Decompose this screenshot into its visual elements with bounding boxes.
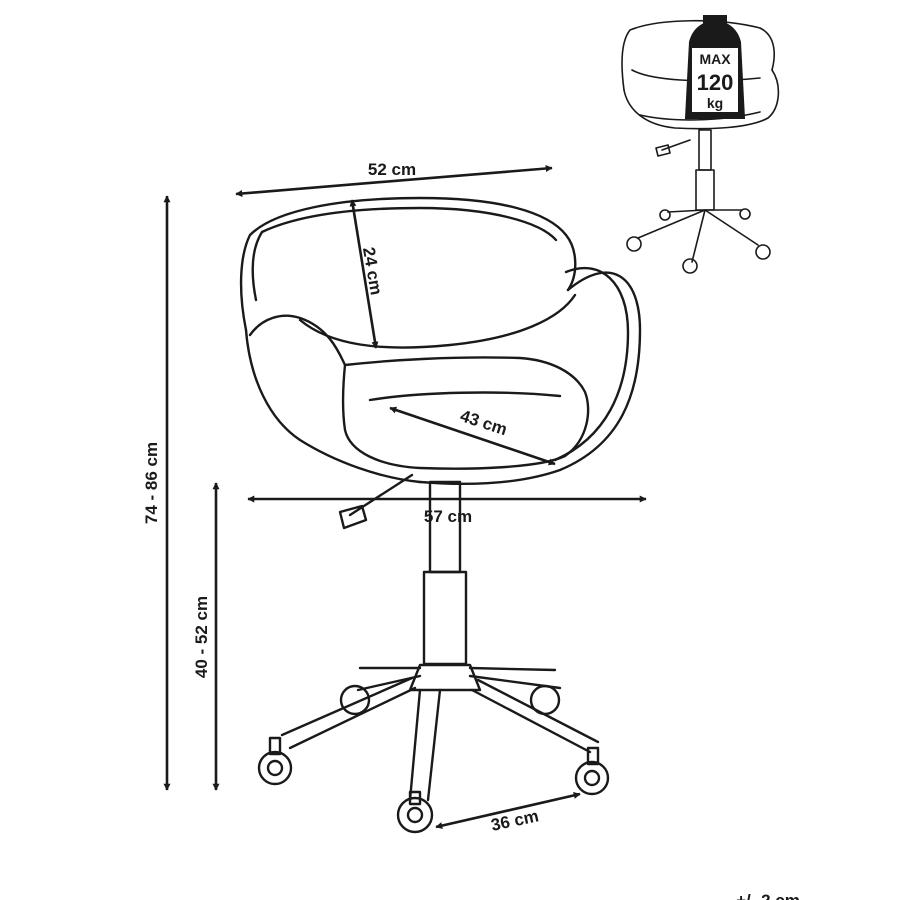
chair-base-leg-left: [280, 676, 417, 750]
weight-unit: kg: [707, 95, 723, 111]
weight-badge: MAX 120 kg: [684, 15, 746, 119]
caster-right: [574, 746, 610, 796]
caster-back-right: [529, 684, 561, 716]
arrow-width-top: [235, 165, 553, 197]
label-width-armrests: 57 cm: [424, 507, 472, 526]
chair-cylinder-top: [428, 480, 462, 574]
label-width-top: 52 cm: [368, 160, 416, 179]
label-seat-height: 40 - 52 cm: [192, 596, 211, 678]
chair-seat-cushion: [341, 356, 590, 470]
dimension-arrows: [163, 165, 647, 830]
chair-left-side: [244, 328, 422, 484]
chair-right-arm-inner: [553, 266, 630, 462]
weight-value: 120: [697, 70, 734, 95]
chair-right-arm: [418, 271, 642, 485]
arrow-backrest-height: [349, 199, 379, 349]
inset-chair: [621, 19, 780, 274]
label-backrest-height: 24 cm: [359, 246, 386, 297]
caster-left: [257, 736, 293, 786]
weight-max-label: MAX: [699, 51, 731, 67]
label-base-span: 36 cm: [489, 806, 540, 835]
chair-back-shell: [239, 196, 577, 332]
chair-cylinder: [422, 570, 468, 666]
caster-front: [396, 790, 434, 834]
chair-base-hub: [408, 663, 482, 692]
chair-base-leg-back-left: [356, 666, 422, 692]
chair-height-lever: [338, 473, 414, 530]
chair-base-leg-front-left: [408, 688, 442, 802]
tolerance-note: +/- 2 cm: [736, 891, 800, 900]
chair-back-cushion-edge: [298, 293, 577, 349]
chair-drawing: [239, 196, 642, 834]
arrow-base-span: [435, 791, 581, 830]
chair-left-arm-top: [248, 314, 347, 367]
chair-seat-inner: [368, 391, 562, 402]
label-total-height: 74 - 86 cm: [142, 442, 161, 524]
arrow-seat-depth: [389, 406, 556, 466]
caster-back-left: [339, 684, 371, 716]
chair-back-rim: [251, 206, 558, 302]
